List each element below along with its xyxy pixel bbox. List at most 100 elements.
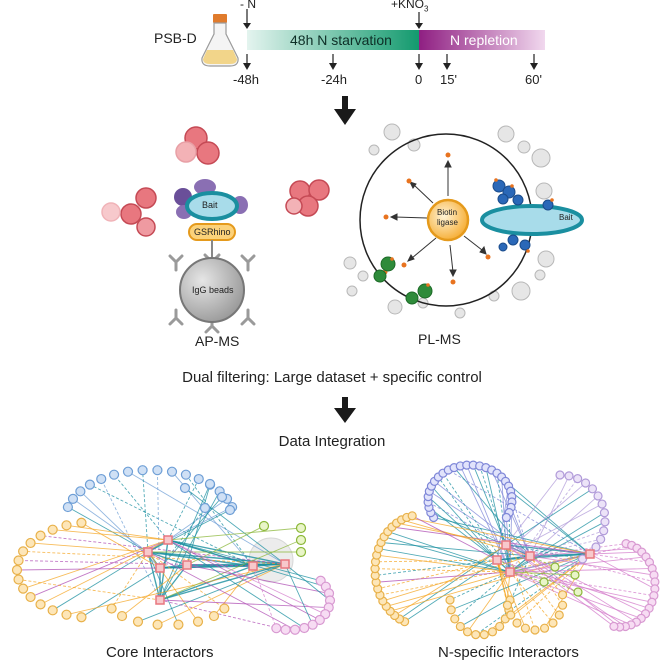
network-node [573,587,583,597]
network-node [199,502,211,514]
strain-label: PSB-D [154,30,197,46]
hub-node [163,535,173,545]
hub-node [492,555,502,565]
network-node [224,504,236,516]
protein-cluster-top [175,126,220,165]
network-node [314,614,325,626]
labeled-proteins-green [373,256,433,305]
network-node [76,612,87,623]
network-node [570,570,580,580]
ligase-label-2: ligase [437,218,458,227]
network-node [591,542,601,552]
network-node [307,619,318,630]
core-network [11,465,336,635]
hub-node [585,549,595,559]
radiating-arrows [389,159,487,278]
network-node [11,564,23,576]
network-node [137,465,148,476]
network-node [445,595,455,605]
hub-node [155,595,165,605]
tick-label: 15' [440,72,457,87]
hub-node [155,563,165,573]
network-node [512,618,522,628]
tick-label: 60' [525,72,542,87]
network-node [152,465,163,476]
network-node [13,555,24,566]
network-node [96,473,107,485]
pl-ms-illustration [343,123,584,319]
network-node [599,508,610,518]
network-node [599,526,609,536]
network-node [593,491,603,501]
tag-label: GSRhino [194,227,231,237]
network-node [193,473,204,485]
timeline [201,9,545,70]
network-node [35,530,46,541]
protein-cluster-right [285,179,330,217]
network-node [208,610,220,622]
network-node [35,599,46,610]
network-node [506,610,516,620]
network-node [192,616,204,627]
ligase-label-1: Biotin [437,208,458,217]
network-node [580,478,591,488]
network-node [258,520,270,532]
background-proteins [343,123,555,319]
network-node [557,600,568,610]
network-node [596,534,606,544]
network-node [25,591,36,603]
ap-ms-caption: AP-MS [195,333,240,349]
network-node [108,469,120,480]
network-node [62,501,73,513]
network-node [471,630,481,640]
network-node [495,621,505,632]
pl-ms-caption: PL-MS [418,331,461,347]
biotin-ligase [426,198,470,242]
flask-icon [201,14,239,67]
network-node [84,479,95,490]
network-node [479,630,489,640]
network-node [587,484,598,494]
tick-arrows [246,54,535,66]
tick-label: -48h [233,72,260,87]
network-node [47,524,58,535]
network-node [407,511,417,521]
network-node [520,623,531,633]
n-specific-caption: N-specific Interactors [438,644,579,661]
network-node [530,625,540,635]
network-node [564,471,574,481]
network-node [289,624,301,635]
network-node [502,600,513,610]
network-node [219,603,230,614]
repletion-label: N repletion [450,32,518,48]
network-node [446,605,456,615]
minus-n-label: - N [240,0,256,11]
network-node [173,619,184,630]
network-node [299,622,310,634]
network-node [216,491,228,503]
starvation-label: 48h N starvation [290,32,392,48]
tick-label: -24h [321,72,348,87]
network-node [271,623,282,634]
network-node [132,616,144,627]
labeled-proteins-blue [492,179,554,252]
network-node [18,583,29,594]
hub-node [501,540,511,550]
network-node [13,574,24,585]
network-node [47,605,58,616]
hub-node [505,567,515,577]
network-node [295,546,307,558]
plus-kno3-label: +KNO3 [391,0,429,14]
network-node [555,470,565,480]
core-interactors-caption: Core Interactors [106,644,214,661]
down-arrow-icon [334,96,356,125]
network-node [280,624,291,635]
network-node [76,517,87,528]
integration-label: Data Integration [278,433,386,450]
protein-cluster-left [101,187,157,237]
network-node [179,482,191,494]
repletion-bar [419,30,545,50]
hub-node [143,547,153,557]
